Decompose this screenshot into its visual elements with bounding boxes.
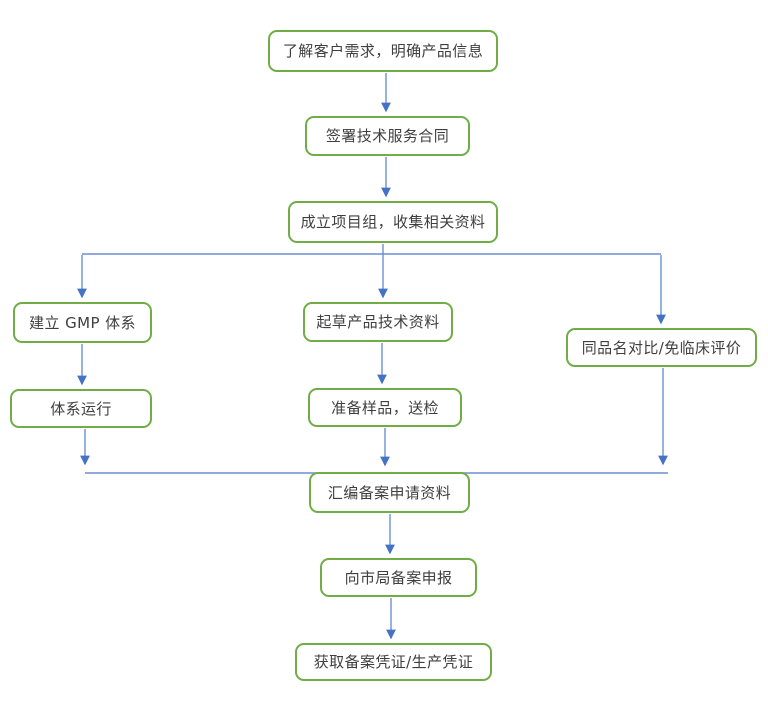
flow-node-system-operation: 体系运行: [10, 389, 152, 428]
flow-node-draft-technical-docs: 起草产品技术资料: [303, 302, 453, 342]
flow-node-sign-service-contract: 签署技术服务合同: [305, 116, 470, 156]
flow-node-compile-filing-docs: 汇编备案申请资料: [309, 472, 470, 513]
flow-node-build-gmp-system: 建立 GMP 体系: [13, 302, 152, 343]
flow-node-understand-customer-needs: 了解客户需求，明确产品信息: [268, 30, 498, 72]
flow-node-prepare-samples: 准备样品，送检: [308, 388, 462, 427]
flow-node-submit-filing: 向市局备案申报: [320, 558, 477, 597]
flow-node-same-name-comparison: 同品名对比/免临床评价: [566, 328, 757, 367]
flow-node-setup-project-team: 成立项目组，收集相关资料: [288, 201, 498, 243]
flow-node-obtain-certificates: 获取备案凭证/生产凭证: [295, 643, 492, 681]
